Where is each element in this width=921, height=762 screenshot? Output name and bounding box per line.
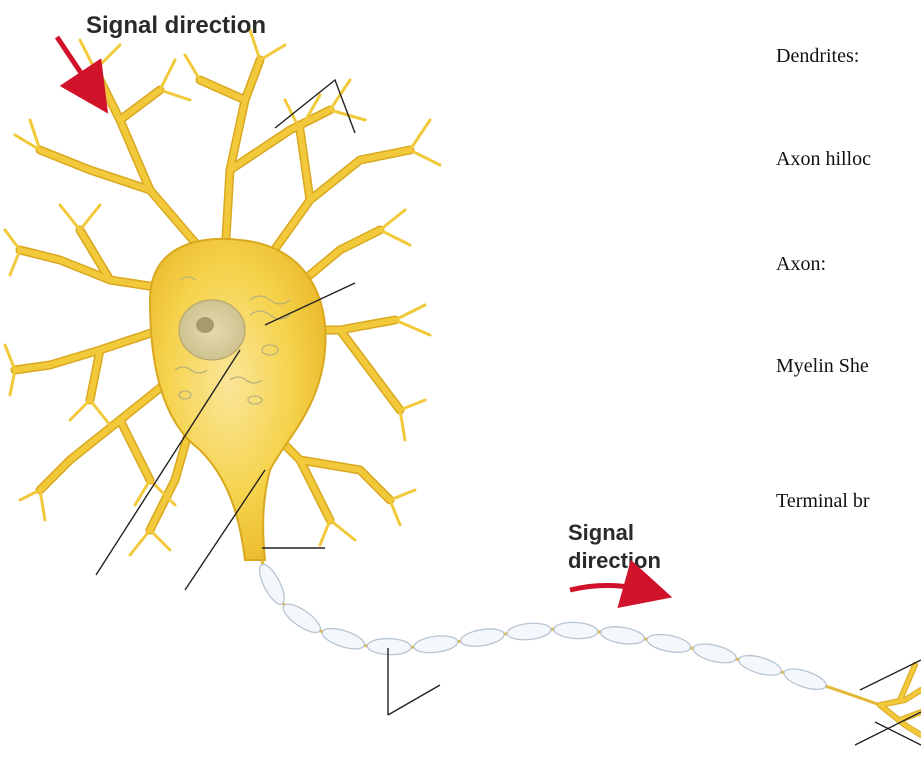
label-column: Dendrites: Axon hilloc Axon: Myelin She … [776, 45, 871, 512]
myelin-segment [737, 652, 784, 680]
myelin-segment [691, 640, 738, 666]
myelin-segment [782, 665, 829, 694]
myelin-segment [279, 599, 324, 637]
signal-direction-mid: Signal direction [568, 520, 661, 592]
label-axon: Axon: [776, 253, 826, 275]
myelin-sheath [255, 561, 860, 698]
label-myelin-sheath: Myelin She [776, 355, 869, 377]
myelin-segment [646, 631, 692, 655]
myelin-segment [255, 561, 289, 607]
axon-terminal [880, 665, 921, 735]
nucleolus [196, 317, 214, 333]
myelin-segment [320, 624, 367, 653]
axon [255, 560, 880, 705]
myelin-segment [506, 621, 551, 641]
myelin-segment [459, 626, 505, 649]
myelin-segment [600, 624, 646, 646]
signal-direction-mid-line1: Signal [568, 520, 634, 545]
label-dendrites: Dendrites: [776, 45, 859, 67]
myelin-segment [553, 621, 598, 639]
label-terminal-branches: Terminal br [776, 490, 870, 512]
signal-direction-top-label: Signal direction [86, 12, 266, 39]
red-arrow-icon [57, 37, 97, 97]
label-axon-hillock: Axon hilloc [776, 148, 871, 170]
myelin-segment [413, 634, 459, 655]
red-arrow-icon [570, 585, 653, 592]
signal-direction-mid-line2: direction [568, 548, 661, 573]
myelin-segment [367, 638, 411, 655]
leader-myelin [388, 648, 440, 715]
